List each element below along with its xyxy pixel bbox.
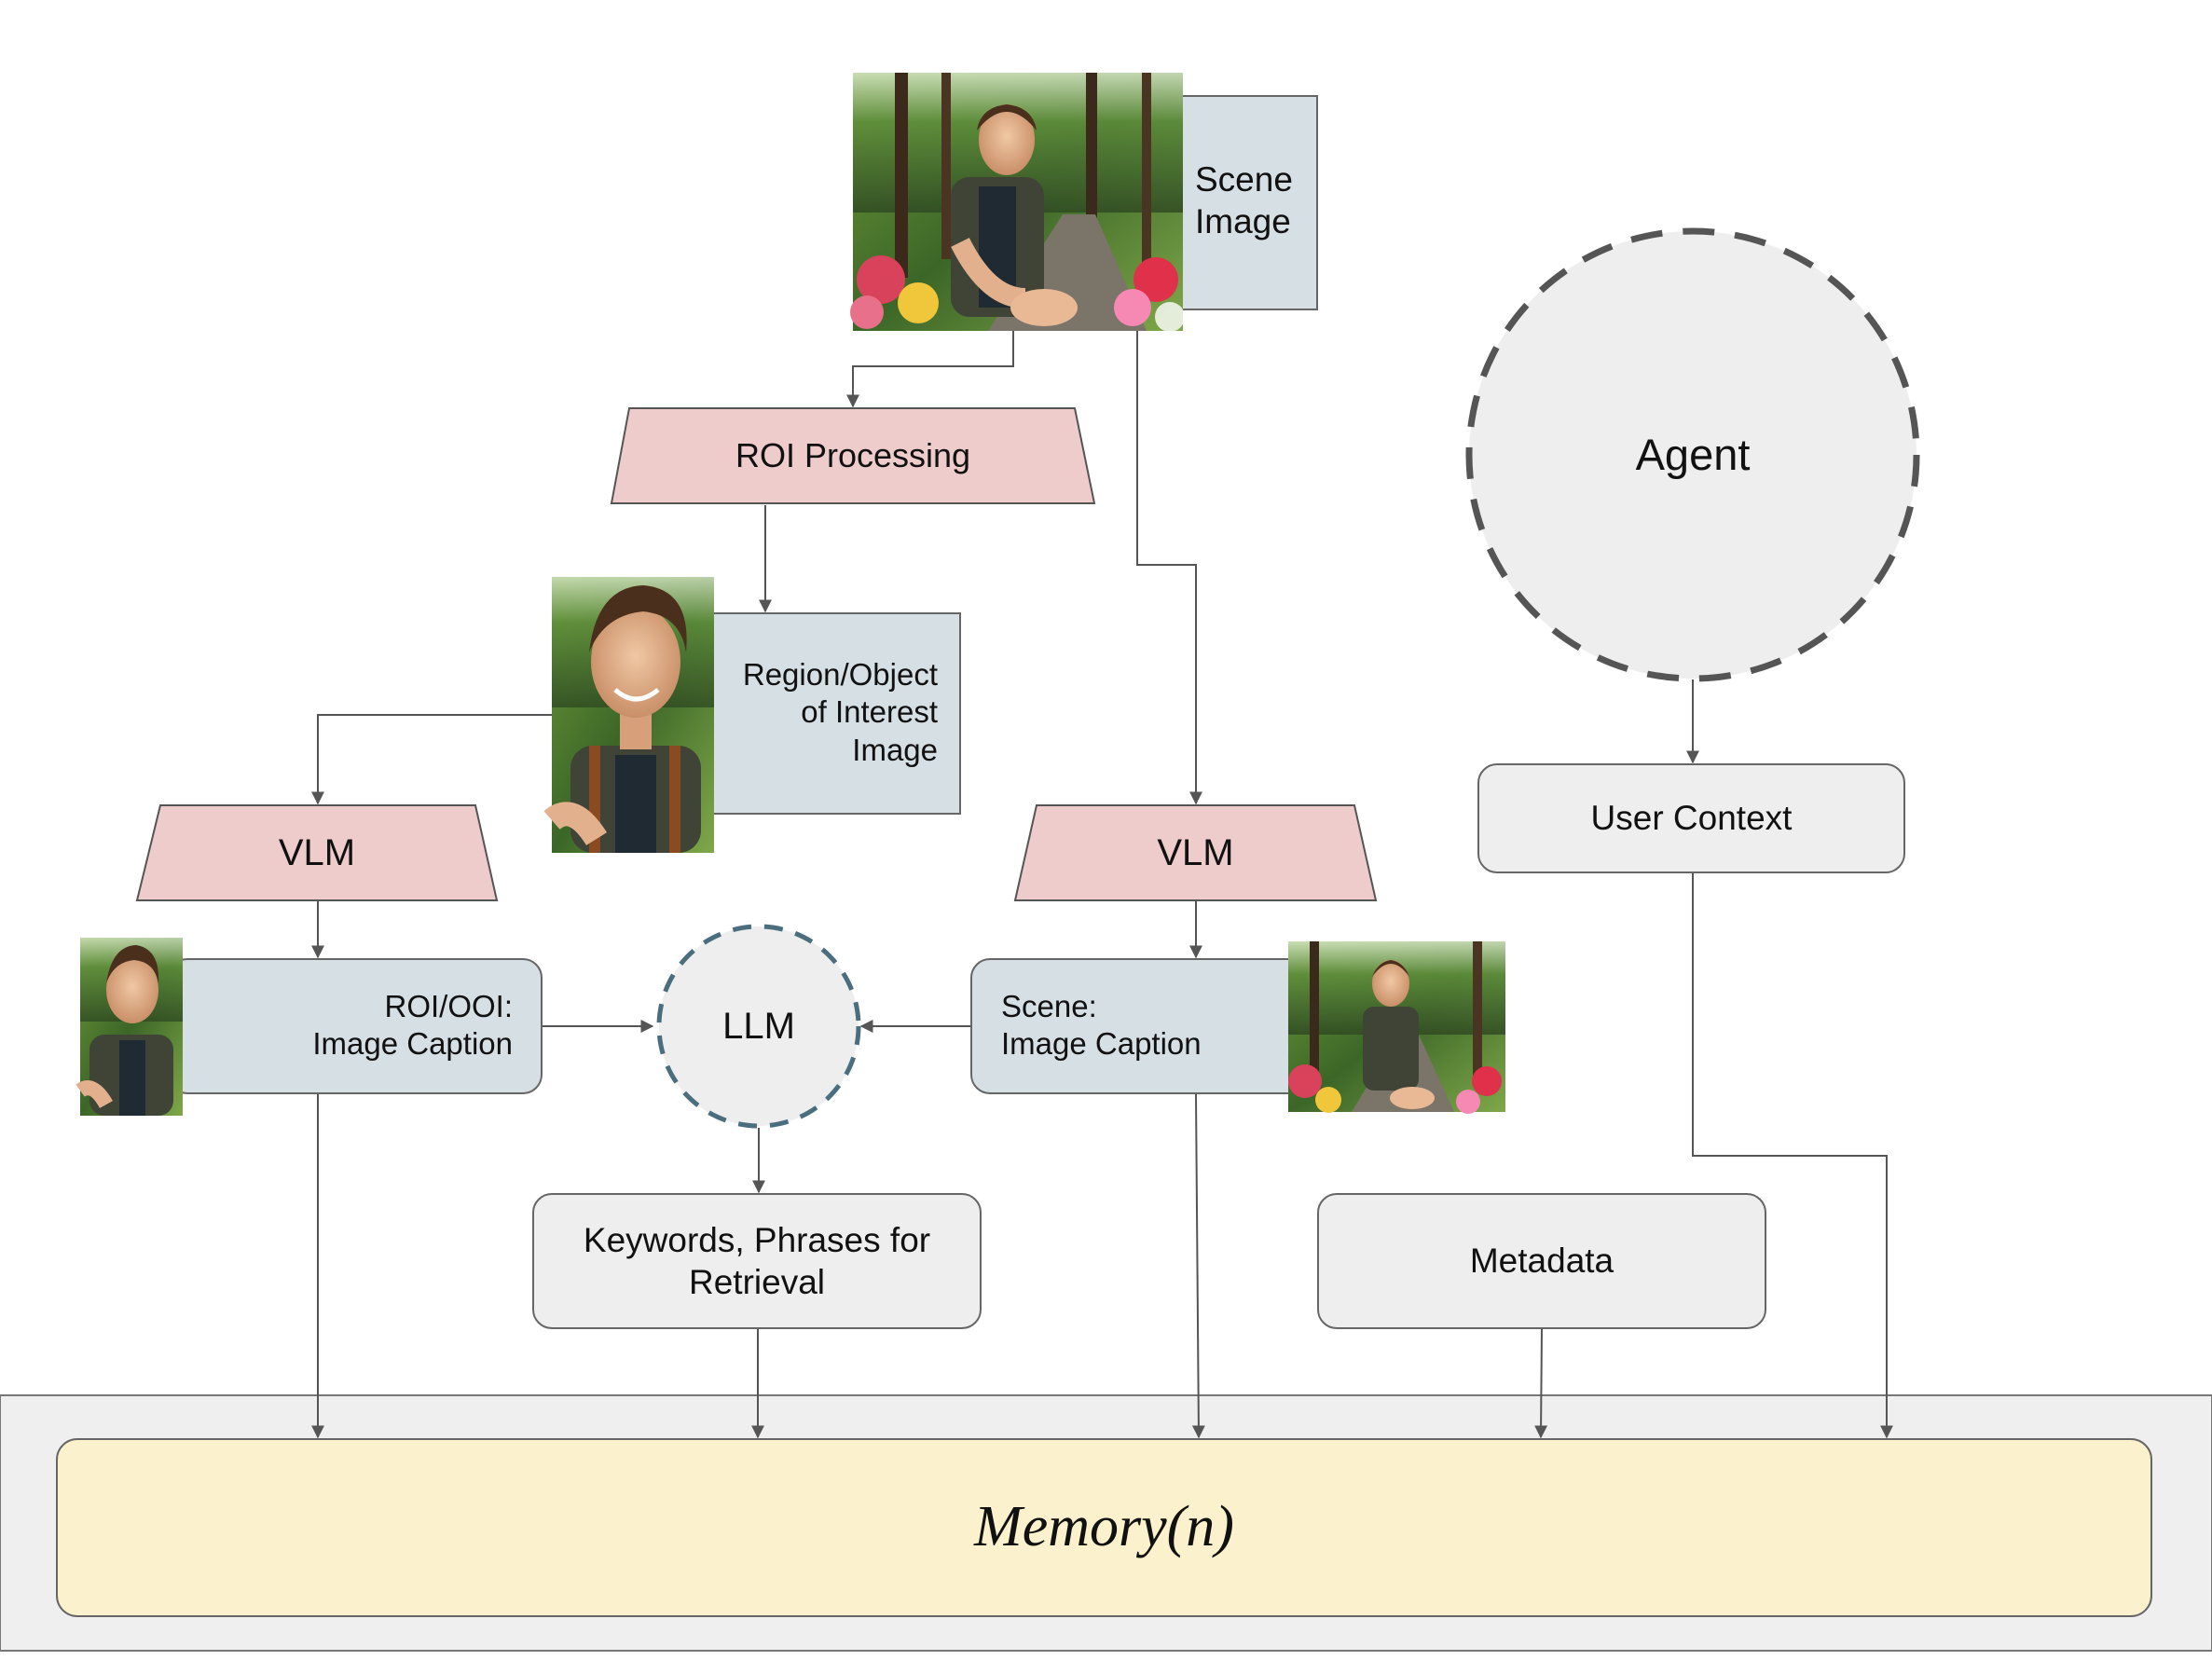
roi-processing-node — [610, 407, 1096, 504]
scene-image-label: Scene Image — [1195, 160, 1293, 241]
keywords-node — [532, 1193, 982, 1329]
user-context-label: User Context — [1590, 799, 1793, 838]
scene-caption-label: Scene: Image Caption — [1001, 989, 1202, 1062]
vlm-right-node — [1013, 804, 1378, 901]
edge-usercontext-to-memory — [1692, 873, 1893, 1439]
edge-metadata-to-memory — [1534, 1327, 1548, 1439]
metadata-node — [1317, 1193, 1766, 1329]
keywords-label: Keywords, Phrases for Retrieval — [583, 1220, 931, 1301]
user-context-node — [1477, 763, 1905, 873]
edge-scenecaption-to-memory — [1191, 1093, 1205, 1439]
scene-image-label-panel — [1169, 95, 1318, 310]
vlm-left-label: VLM — [278, 831, 356, 873]
region-image-label-panel — [711, 612, 961, 815]
roi-caption-label: ROI/OOI: Image Caption — [312, 989, 513, 1062]
metadata-label: Metadata — [1469, 1242, 1614, 1281]
roi-thumbnail-photo-icon — [76, 938, 183, 1116]
region-image-label: Region/Object of Interest Image — [742, 657, 938, 767]
vlm-left-node — [135, 804, 499, 901]
agent-node — [1465, 227, 1920, 682]
roi-processing-label: ROI Processing — [735, 436, 971, 475]
edge-scene-to-roi — [846, 331, 1014, 408]
llm-label: LLM — [722, 1005, 795, 1047]
connectors — [311, 331, 1893, 1439]
memory-box — [56, 1438, 2152, 1617]
vlm-right-label: VLM — [1157, 831, 1234, 873]
edge-scene-to-vlm-right — [1136, 331, 1202, 805]
memory-label: Memory(n) — [974, 1495, 1234, 1559]
llm-node — [656, 924, 861, 1129]
scene-photo-icon — [850, 73, 1185, 332]
scene-thumbnail-photo-icon — [1288, 941, 1505, 1114]
edge-region-to-vlm-left — [311, 714, 552, 805]
agent-label: Agent — [1635, 430, 1751, 480]
roi-portrait-photo-icon — [543, 577, 714, 853]
